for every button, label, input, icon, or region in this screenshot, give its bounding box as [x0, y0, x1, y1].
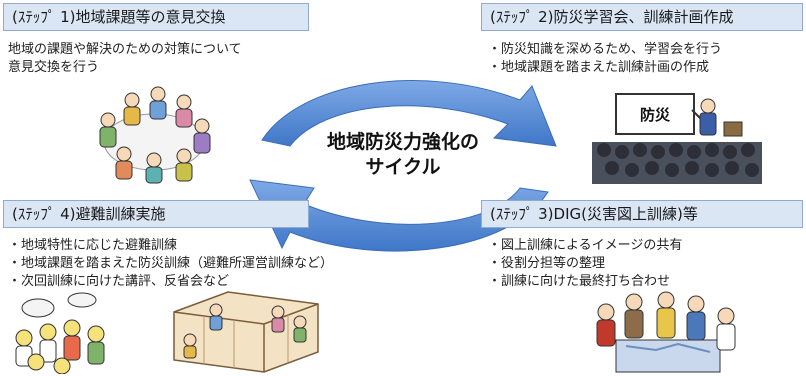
step-1-line: 地域の課題や解決のための対策について [8, 42, 242, 57]
step-4-line: ・次回訓練に向けた講評、反省会など [8, 274, 230, 289]
cycle-arrow-top [261, 80, 557, 147]
lecture-illustration: 防災 [592, 93, 762, 184]
step-4-header: (ｽﾃｯﾌﾟ 4)避難訓練実施 [3, 200, 309, 228]
cycle-title-line-2: サイクル [365, 156, 441, 178]
step-4-line: ・地域特性に応じた避難訓練 [8, 238, 178, 253]
board-text: 防災 [640, 106, 671, 124]
step-2-line: ・地域課題を踏まえた訓練計画の作成 [488, 60, 710, 75]
step-1-line: 意見交換を行う [8, 60, 100, 75]
cycle-title-line-1: 地域防災力強化の [326, 131, 479, 153]
step-4-line: ・地域課題を踏まえた防災訓練（避難所運営訓練など） [8, 256, 334, 271]
cycle-title: 地域防災力強化の サイクル [300, 130, 506, 180]
step-3-header: (ｽﾃｯﾌﾟ 3)DIG(災害図上訓練)等 [481, 200, 803, 228]
step-3-line: ・訓練に向けた最終打ち合わせ [488, 274, 671, 289]
step-4-description: ・地域特性に応じた避難訓練 ・地域課題を踏まえた防災訓練（避難所運営訓練など） … [8, 237, 468, 291]
step-3-description: ・図上訓練によるイメージの共有 ・役割分担等の整理 ・訓練に向けた最終打ち合わせ [488, 237, 804, 291]
step-2-header: (ｽﾃｯﾌﾟ 2)防災学習会、訓練計画作成 [481, 3, 803, 31]
evacuation-group-illustration [15, 292, 105, 374]
step-3-line: ・図上訓練によるイメージの共有 [488, 238, 683, 253]
step-1-header: (ｽﾃｯﾌﾟ 1)地域課題等の意見交換 [3, 3, 309, 31]
step-2-description: ・防災知識を深めるため、学習会を行う ・地域課題を踏まえた訓練計画の作成 [488, 41, 804, 77]
step-2-line: ・防災知識を深めるため、学習会を行う [488, 42, 723, 57]
step-3-line: ・役割分担等の整理 [488, 256, 606, 271]
step-1-description: 地域の課題や解決のための対策について 意見交換を行う [8, 41, 338, 77]
discussion-circle-illustration [99, 86, 211, 184]
shelter-illustration [173, 291, 319, 373]
map-exercise-illustration [596, 291, 736, 373]
